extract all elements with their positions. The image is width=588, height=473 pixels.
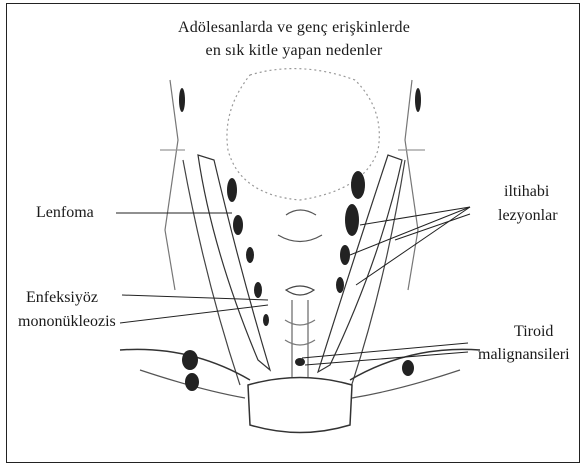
label-inflammatory-line2: lezyonlar [498,206,558,226]
label-infectious-line2: mononükleozis [18,312,116,332]
label-inflammatory-line1: iltihabi [504,182,549,202]
label-infectious-line1: Enfeksiyöz [26,288,98,308]
label-lymphoma: Lenfoma [36,203,94,223]
label-thyroid-line2: malignansileri [478,345,570,365]
label-thyroid-line1: Tiroid [514,322,553,342]
